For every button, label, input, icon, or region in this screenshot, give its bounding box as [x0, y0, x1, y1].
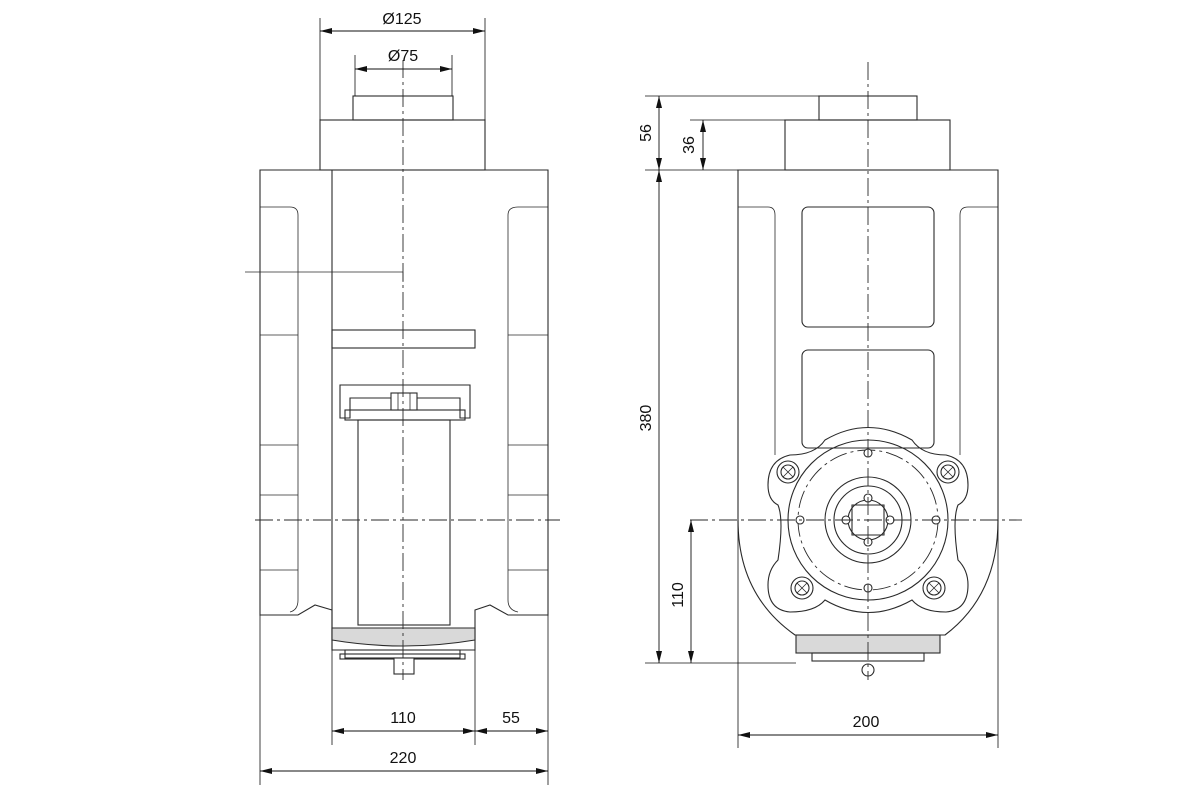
front-spindle-body: [357, 419, 451, 626]
side-square-bore: [851, 504, 885, 536]
dim-label-380: 380: [638, 405, 655, 432]
front-carriage-bracket: [339, 384, 471, 419]
front-left-rail: [260, 206, 299, 613]
front-carriage-top: [331, 329, 476, 349]
side-view: [690, 62, 1022, 680]
dim-label-56: 56: [638, 124, 655, 142]
side-corner-bolt: [776, 460, 800, 484]
front-dimensions: Ø125 Ø75 110 55 220: [259, 11, 549, 785]
dim-label-diameter-75: Ø75: [388, 48, 418, 65]
front-bottom-band: [331, 627, 476, 647]
side-corner-bolt: [936, 460, 960, 484]
dim-label-110-front: 110: [390, 710, 416, 727]
side-corner-bolt: [922, 576, 946, 600]
dim-label-110-side: 110: [670, 582, 687, 608]
side-housing-outline: [737, 169, 999, 636]
front-top-cap: [319, 119, 486, 171]
front-right-rail: [507, 206, 548, 613]
side-top-cap: [784, 119, 951, 171]
front-view: [245, 60, 560, 680]
dim-label-36: 36: [681, 136, 698, 154]
dim-label-diameter-125: Ø125: [382, 11, 421, 28]
side-left-rail: [738, 206, 776, 455]
front-bottom-nut: [393, 657, 415, 675]
side-flange: [767, 426, 969, 614]
dim-label-200: 200: [853, 714, 880, 731]
front-nut: [390, 392, 418, 411]
dim-label-55: 55: [502, 710, 520, 727]
side-corner-bolt: [790, 576, 814, 600]
side-right-rail: [959, 206, 998, 455]
dim-label-220: 220: [390, 750, 417, 767]
front-carriage-plate: [344, 409, 466, 421]
side-dimensions: 56 36 380 110 200: [638, 95, 999, 748]
